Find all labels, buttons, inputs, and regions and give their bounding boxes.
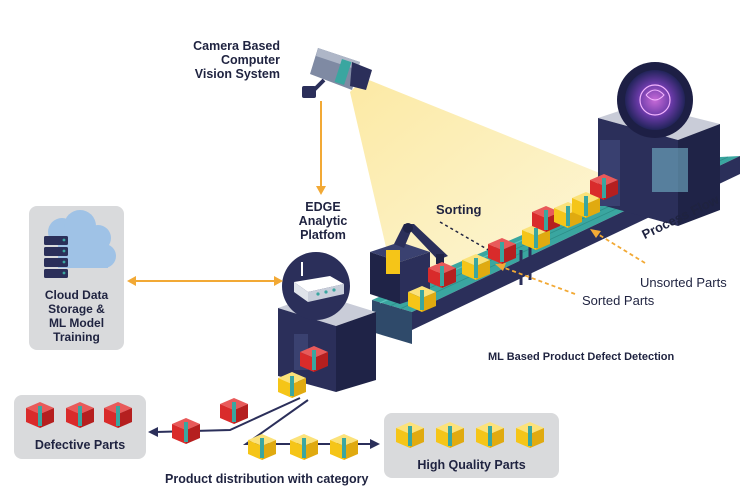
part-defect: [172, 418, 200, 444]
route-parts: [172, 398, 358, 460]
part-good: [290, 434, 318, 460]
cloud-label-line1: Cloud Data: [44, 288, 109, 302]
unsorted-parts-label: Unsorted Parts: [640, 275, 727, 290]
part-defect: [488, 238, 516, 264]
sorted-parts-arrow: [495, 263, 576, 295]
part-good: [462, 254, 490, 280]
ml-defect-detection-label: ML Based Product Defect Detection: [488, 351, 675, 363]
ai-brain-lens-icon: [617, 62, 693, 138]
sorting-label: Sorting: [436, 202, 482, 217]
high-quality-parts-icons: [396, 422, 544, 448]
camera-icon: [302, 48, 372, 98]
part-defect: [220, 398, 248, 424]
defective-parts-label: Defective Parts: [34, 438, 126, 452]
router-icon: [282, 252, 350, 320]
high-quality-parts-label: High Quality Parts: [417, 458, 526, 472]
sorting-pointer-line: [439, 221, 493, 253]
part-good: [408, 286, 436, 312]
camera-label-line2: Computer: [220, 53, 280, 67]
cloud-storage-label: Cloud Data Storage & ML Model Training: [29, 288, 124, 344]
cloud-label-line4: Training: [53, 330, 100, 344]
part-good: [330, 434, 358, 460]
part-defect: [300, 346, 328, 372]
edge-platform-label: EDGE Analytic Platfom: [286, 200, 360, 242]
exit-parts: [278, 346, 328, 398]
part-defect: [590, 174, 618, 200]
conveyor-parts: [408, 174, 618, 312]
camera-label-line3: Vision System: [194, 67, 280, 81]
camera-label-line1: Camera Based: [193, 39, 280, 53]
distribution-label: Product distribution with category: [165, 472, 369, 486]
cloud-label-line3: ML Model: [48, 316, 105, 330]
part-defect: [532, 206, 560, 232]
cloud-edge-double-arrow: [127, 276, 283, 286]
sorted-parts-label: Sorted Parts: [582, 293, 655, 308]
camera-label: Camera Based Computer Vision System: [176, 39, 280, 81]
cloud-label-line2: Storage &: [48, 302, 105, 316]
unsorted-parts-arrow: [590, 229, 646, 264]
edge-label-line1: EDGE: [305, 200, 341, 214]
part-good: [522, 224, 550, 250]
part-good: [248, 434, 276, 460]
edge-label-line2: Analytic: [298, 214, 348, 228]
part-defect: [428, 262, 456, 288]
edge-label-line3: Platfom: [300, 228, 346, 242]
part-good: [278, 372, 306, 398]
conveyor-legs: [519, 246, 532, 285]
cloud-server-icon: [44, 210, 116, 278]
defective-parts-icons: [26, 402, 132, 428]
robotic-arm: [370, 223, 448, 304]
